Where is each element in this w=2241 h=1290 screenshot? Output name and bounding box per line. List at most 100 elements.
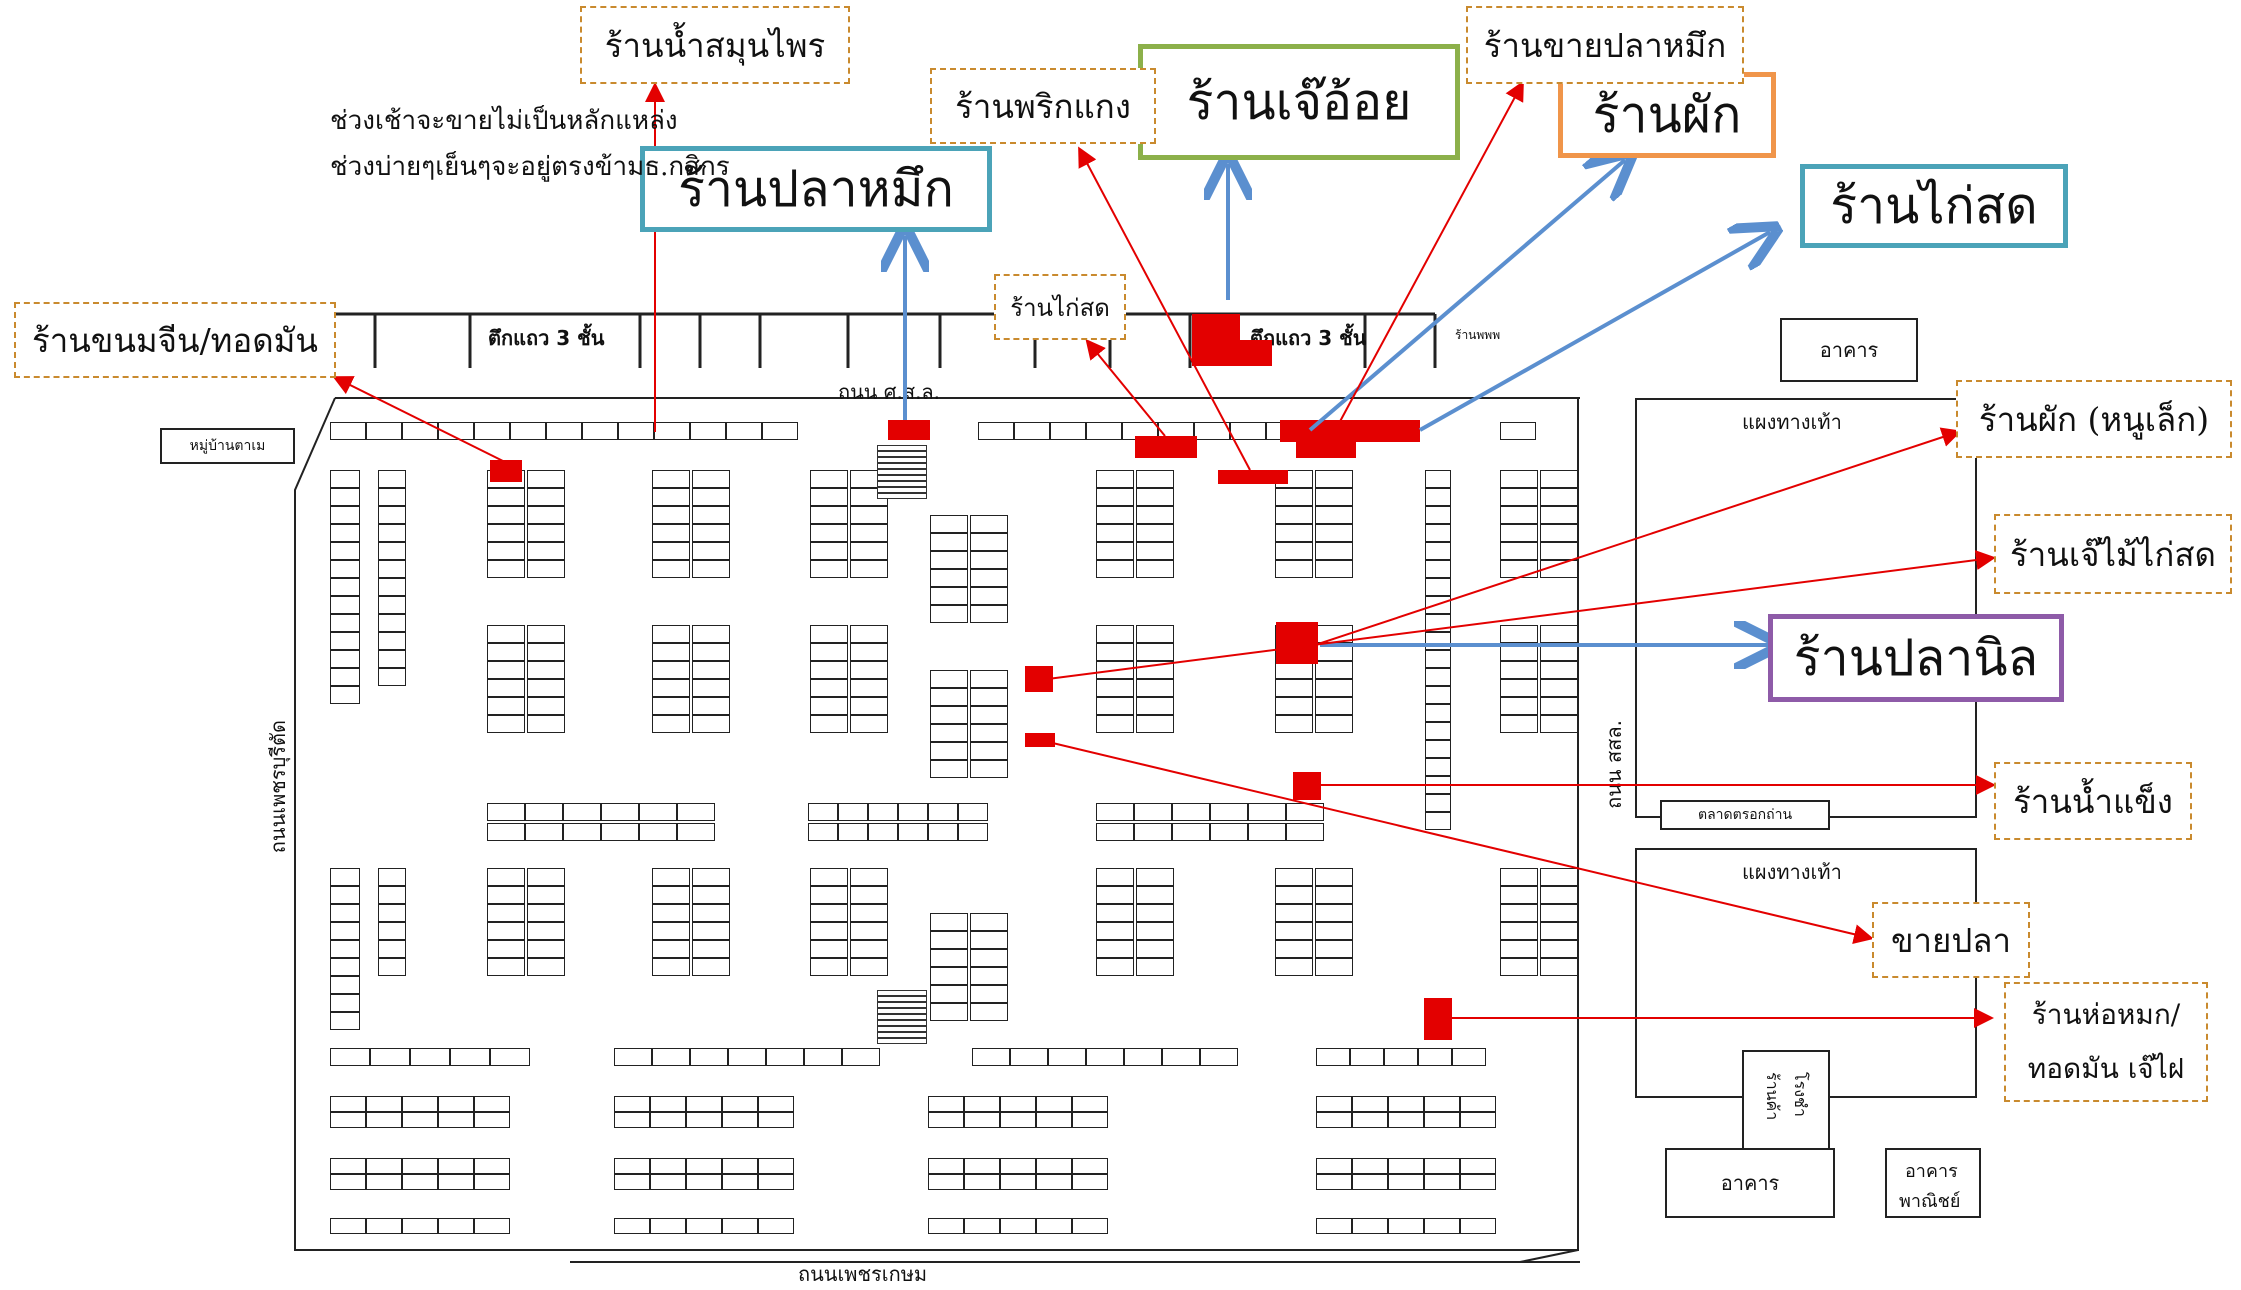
- stall: [330, 1158, 366, 1174]
- stall: [964, 1096, 1000, 1112]
- stall: [527, 886, 565, 904]
- stall-row: [330, 1048, 530, 1066]
- stall: [1460, 1158, 1496, 1174]
- stall: [810, 625, 848, 643]
- marker-jae-oi: [1192, 314, 1240, 366]
- stall: [970, 706, 1008, 724]
- stall: [850, 940, 888, 958]
- stall: [652, 506, 690, 524]
- stall: [652, 625, 690, 643]
- stall: [972, 1048, 1010, 1066]
- stairs-bottom: [877, 990, 927, 1044]
- stall: [1352, 1158, 1388, 1174]
- stall: [686, 1158, 722, 1174]
- stall: [487, 542, 525, 560]
- stall: [1315, 958, 1353, 976]
- stall: [650, 1158, 686, 1174]
- stall: [810, 958, 848, 976]
- stall: [1136, 542, 1174, 560]
- stall: [850, 886, 888, 904]
- stall-row: [614, 1158, 794, 1174]
- stall: [970, 913, 1008, 931]
- stall: [378, 524, 406, 542]
- stall: [601, 803, 639, 821]
- stall-column: [1136, 868, 1174, 976]
- stall: [1425, 722, 1451, 740]
- stall: [722, 1218, 758, 1234]
- stall: [487, 625, 525, 643]
- stall: [850, 868, 888, 886]
- stall: [1315, 886, 1353, 904]
- stall: [614, 1158, 650, 1174]
- stall: [527, 679, 565, 697]
- callout-ice: ร้านน้ำแข็ง: [1994, 762, 2192, 840]
- note-line-1: ช่วงเช้าจะขายไม่เป็นหลักแหล่ง: [330, 106, 678, 136]
- stall: [330, 614, 360, 632]
- shophouse-small-label: ร้านพพพ: [1455, 328, 1501, 342]
- stall: [330, 542, 360, 560]
- fresh-market: ตลาดตรอกถ่าน: [1660, 800, 1830, 830]
- stall: [330, 422, 366, 440]
- stall-row: [1316, 1174, 1496, 1190]
- stall: [330, 886, 360, 904]
- stall: [1096, 868, 1134, 886]
- stall-row: [1316, 1158, 1496, 1174]
- stall: [1316, 1048, 1350, 1066]
- stall: [1275, 940, 1313, 958]
- stall: [1072, 1112, 1108, 1128]
- stall: [527, 958, 565, 976]
- stall: [692, 625, 730, 643]
- stall: [1316, 1158, 1352, 1174]
- stall-row: [614, 1112, 794, 1128]
- stall: [378, 922, 406, 940]
- stall: [692, 524, 730, 542]
- stall: [639, 823, 677, 841]
- shophouse-left-label: ตึกแถว 3 ชั้น: [488, 326, 605, 350]
- stall: [930, 913, 968, 931]
- stall: [970, 760, 1008, 778]
- stall: [1000, 1096, 1036, 1112]
- toilet-building: โรงชำ ร้านค้า: [1742, 1050, 1830, 1160]
- stall: [652, 542, 690, 560]
- stall: [1316, 1174, 1352, 1190]
- stall-column: [1096, 470, 1134, 578]
- stall: [1014, 422, 1050, 440]
- stall: [378, 868, 406, 886]
- stall: [474, 1112, 510, 1128]
- stall: [527, 506, 565, 524]
- stall-column: [1425, 470, 1451, 830]
- stall-row: [1096, 823, 1324, 841]
- marker-curry: [1218, 470, 1288, 484]
- stall: [1316, 1218, 1352, 1234]
- stall: [378, 668, 406, 686]
- callout-kanom-jeen: ร้านขนมจีน/ทอดมัน: [14, 302, 336, 378]
- stall: [438, 422, 474, 440]
- stall: [1425, 632, 1451, 650]
- stall: [1036, 1096, 1072, 1112]
- stall: [1425, 542, 1451, 560]
- stall: [1000, 1218, 1036, 1234]
- stall: [474, 1218, 510, 1234]
- stall-column: [970, 670, 1008, 778]
- stall: [1540, 506, 1578, 524]
- stall: [930, 760, 968, 778]
- toilet-label-1: โรงชำ: [1791, 1072, 1810, 1117]
- stall: [1134, 823, 1172, 841]
- stall-row: [1316, 1048, 1486, 1066]
- stall: [726, 422, 762, 440]
- stall-column: [692, 470, 730, 578]
- stall: [487, 697, 525, 715]
- stall: [686, 1096, 722, 1112]
- stall: [1096, 904, 1134, 922]
- stall: [527, 470, 565, 488]
- stall: [330, 940, 360, 958]
- stall: [930, 1003, 968, 1021]
- stall-row: [808, 803, 988, 821]
- stall: [330, 1096, 366, 1112]
- stall: [527, 661, 565, 679]
- stall: [1315, 940, 1353, 958]
- stall: [1540, 715, 1578, 733]
- stall: [487, 958, 525, 976]
- stall: [330, 578, 360, 596]
- stall: [1096, 715, 1134, 733]
